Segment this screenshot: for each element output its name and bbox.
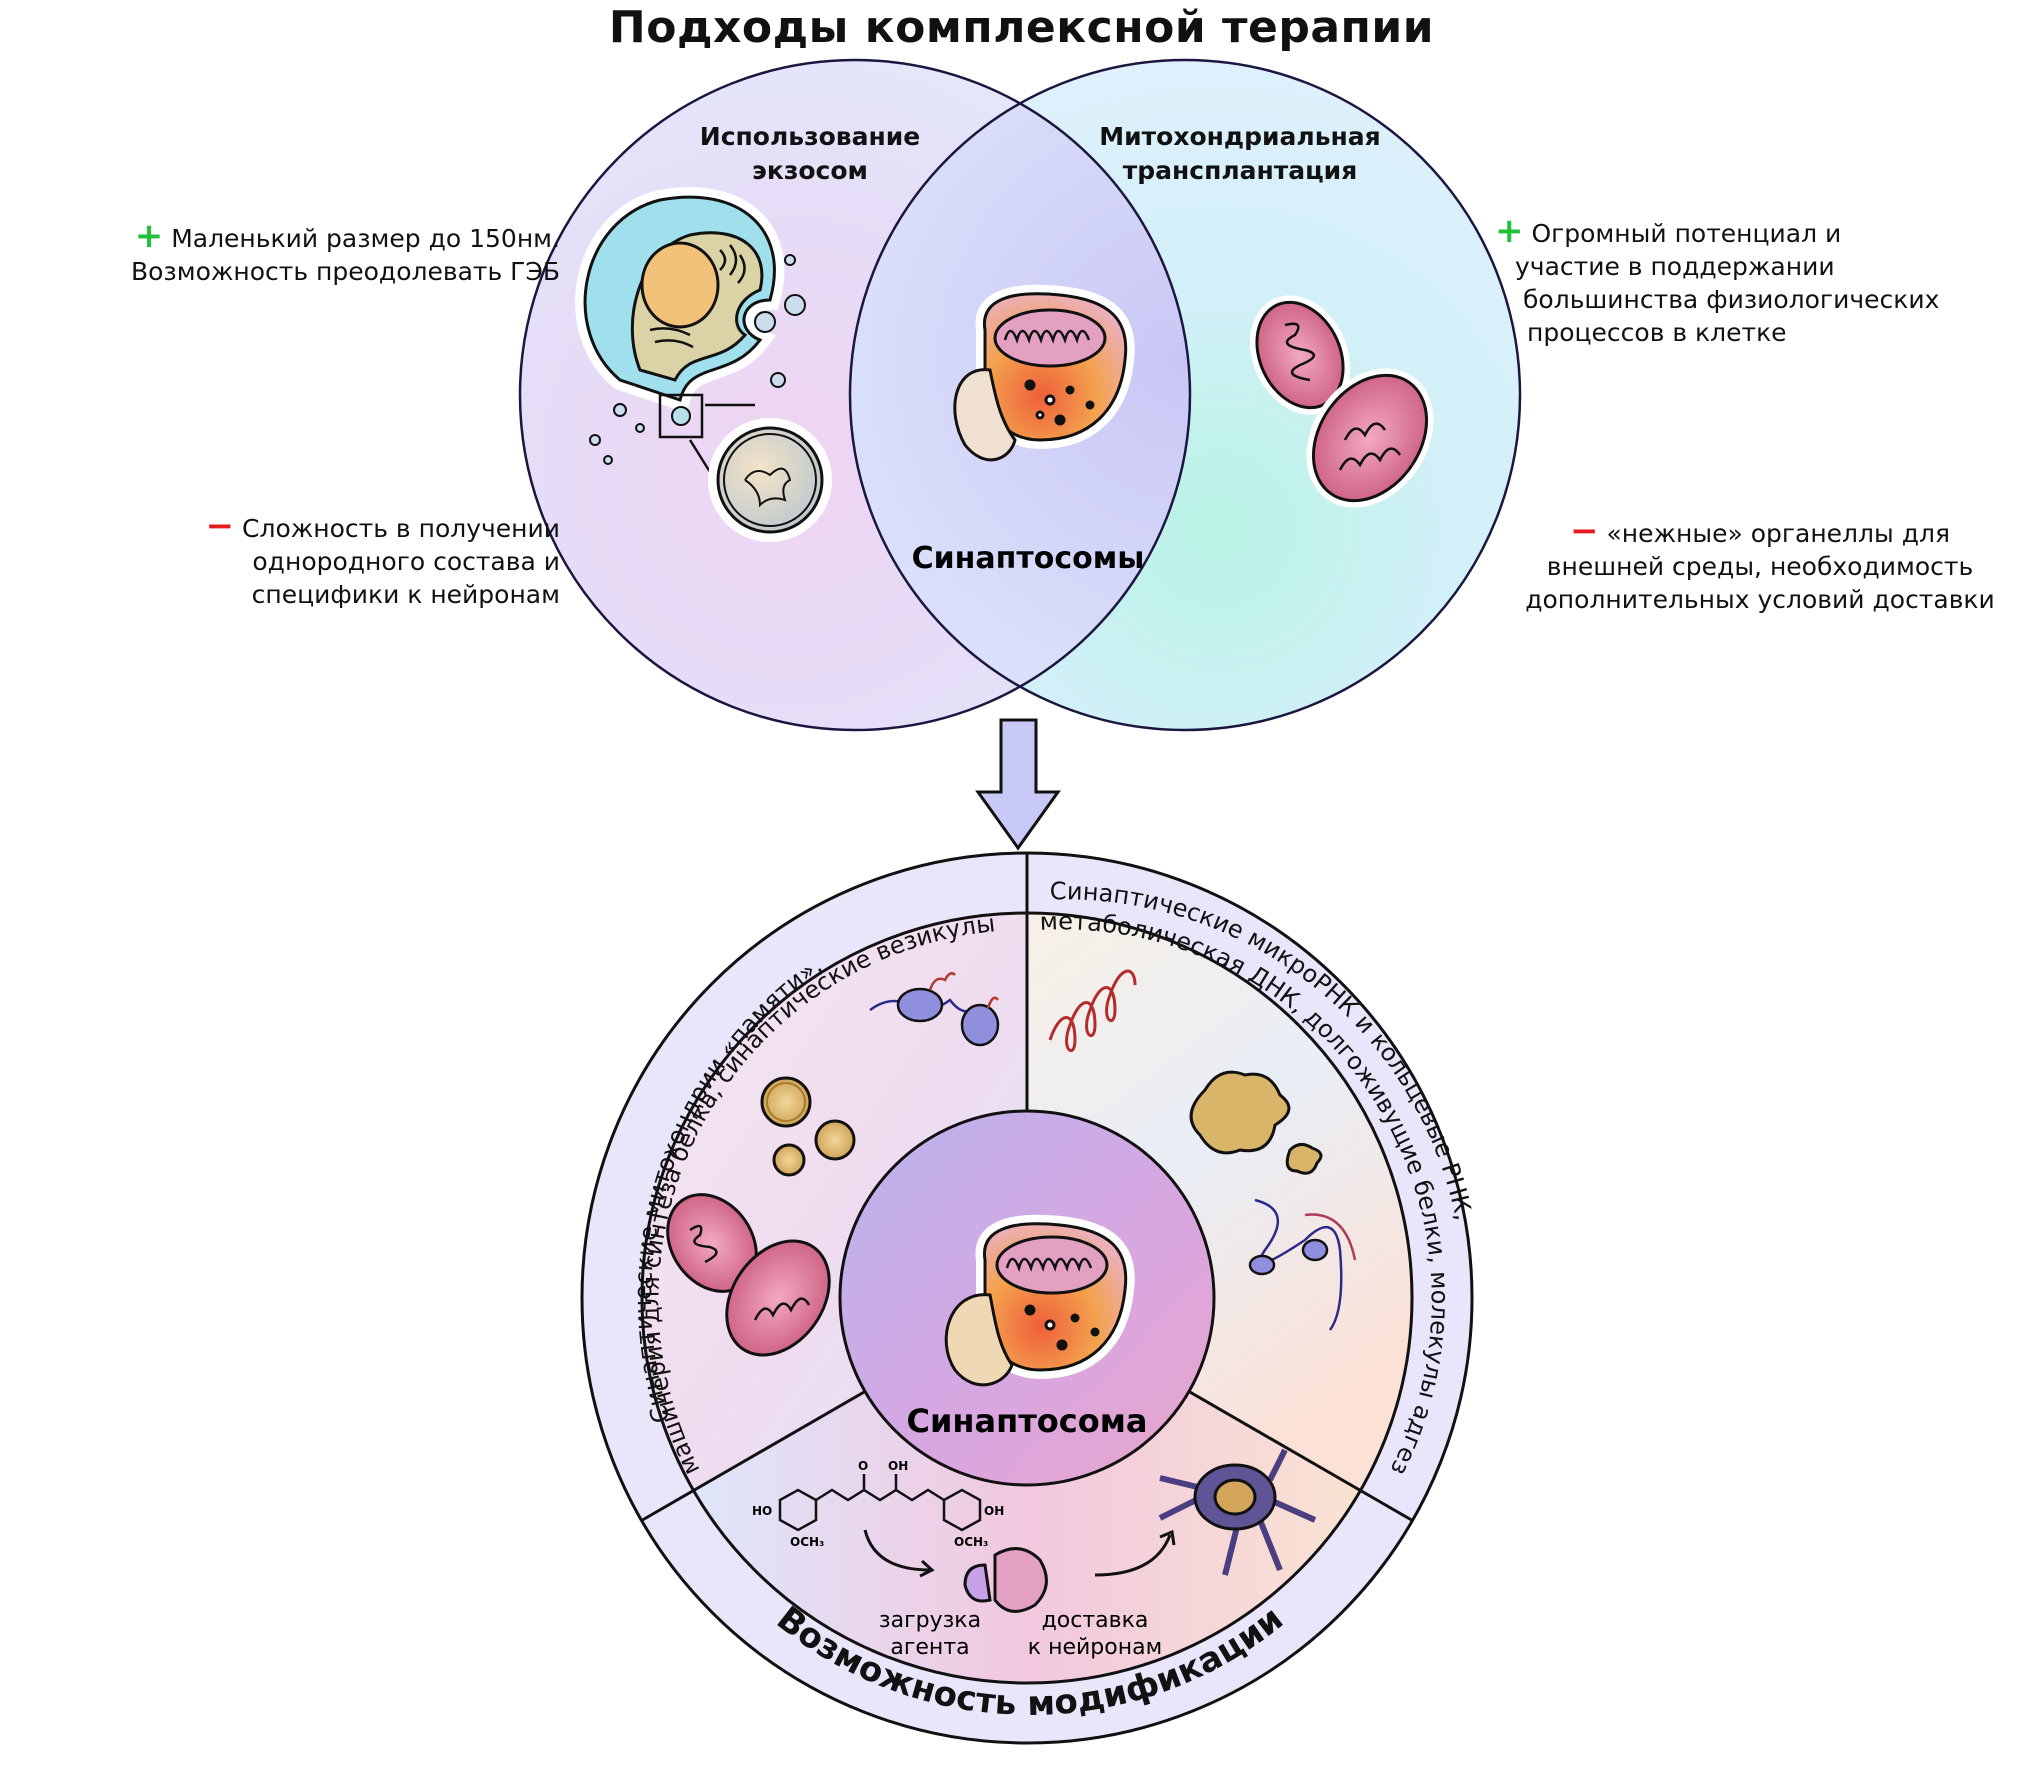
adhesion-molecules-icon <box>1248 1198 1357 1331</box>
step-load-line1: загрузка <box>879 1608 981 1633</box>
right-pro-line4: процессов в клетке <box>1527 318 1787 347</box>
right-pro-text: + Огромный потенциал и участие в поддерж… <box>1495 214 2035 349</box>
minus-icon: − <box>1570 511 1599 551</box>
right-con-text: − «нежные» органеллы для внешней среды, … <box>1480 514 2040 616</box>
exosome-cell-icon <box>575 187 832 542</box>
step-deliver-line2: к нейронам <box>1028 1635 1162 1660</box>
mitochondria-icon <box>1249 295 1434 508</box>
step-deliver-line1: доставка <box>1042 1608 1149 1633</box>
left-con-line2: однородного состава и <box>252 547 560 576</box>
molecule-label-o: O <box>858 1459 868 1473</box>
figure-title: Подходы комплексной терапии <box>608 2 1435 53</box>
right-con-line1: «нежные» органеллы для <box>1606 519 1950 548</box>
left-con-line3: специфики к нейронам <box>251 580 560 609</box>
plus-icon: + <box>1495 211 1524 251</box>
left-con-text: − Сложность в получении однородного сост… <box>60 509 560 611</box>
venn-right-label: Митохондриальная трансплантация <box>1080 120 1400 188</box>
right-pro-line3: большинства физиологических <box>1523 285 1940 314</box>
synaptosome-icon <box>953 284 1135 462</box>
left-pro-line2: Возможность преодолевать ГЭБ <box>130 257 560 286</box>
long-lived-protein-icon <box>1189 1070 1323 1175</box>
step-load-line2: агента <box>890 1635 969 1660</box>
down-arrow-icon <box>975 718 1061 851</box>
left-pro-text: + Маленький размер до 150нм. Возможность… <box>40 219 560 288</box>
plus-icon: + <box>134 216 164 256</box>
venn-left-label: Использование экзосом <box>680 120 940 188</box>
venn-intersection-label: Синаптосомы <box>912 541 1145 576</box>
venn-right-label-line2: трансплантация <box>1122 156 1358 185</box>
venn-left-label-line2: экзосом <box>752 156 868 185</box>
synaptic-mitochondria-icon <box>666 1193 831 1357</box>
left-pro-line1: Маленький размер до 150нм. <box>171 224 560 253</box>
curcumin-molecule-icon <box>778 1474 982 1532</box>
venn-diagram <box>518 58 1522 732</box>
rna-helix-icon <box>1048 969 1137 1053</box>
left-con-line1: Сложность в получении <box>242 514 560 543</box>
center-synaptosome-icon <box>944 1214 1135 1387</box>
loaded-synaptosome-icon <box>963 1547 1048 1613</box>
right-con-line3: дополнительных условий доставки <box>1525 585 1995 614</box>
venn-intersection <box>850 60 1190 730</box>
molecule-label-ho: HO <box>752 1504 772 1518</box>
minus-icon: − <box>205 506 235 546</box>
molecule-label-oh: OH <box>888 1459 908 1473</box>
molecule-label-och3-right: OCH₃ <box>954 1535 988 1549</box>
loading-arrow-icon <box>863 1529 935 1578</box>
right-pro-line1: Огромный потенциал и <box>1531 219 1842 248</box>
molecule-label-oh-right: OH <box>984 1504 1004 1518</box>
venn-right-label-line1: Митохондриальная <box>1099 122 1381 151</box>
right-pro-line2: участие в поддержании <box>1515 252 1835 281</box>
venn-left-label-line1: Использование <box>699 122 921 151</box>
sector-bottom <box>693 1298 1361 1683</box>
right-con-line2: внешней среды, необходимость <box>1546 552 1974 581</box>
molecule-label-och3-left: OCH₃ <box>790 1535 824 1549</box>
synaptic-vesicles-icon <box>760 1076 856 1177</box>
protein-synthesis-icon <box>869 972 1000 1047</box>
delivery-arrow-icon <box>1094 1529 1176 1577</box>
wheel-center-label: Синаптосома <box>907 1402 1148 1440</box>
neuron-icon <box>1158 1448 1317 1576</box>
